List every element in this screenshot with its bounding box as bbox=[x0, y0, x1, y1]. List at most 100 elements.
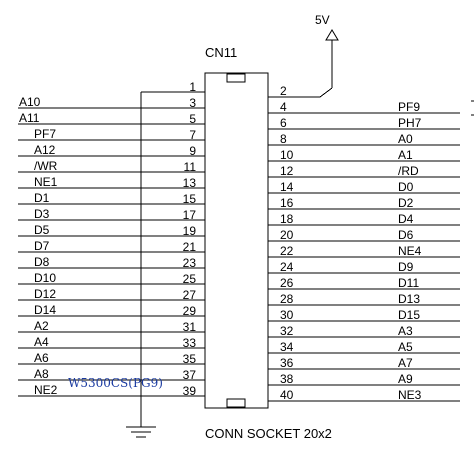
right-signal-label: NE3 bbox=[398, 388, 422, 402]
pin-row: 37 38 A8 A9 bbox=[18, 367, 460, 386]
right-signal-label: A5 bbox=[398, 340, 413, 354]
pin-row: 23 24 D8 D9 bbox=[18, 255, 460, 274]
right-signal-label: D9 bbox=[398, 260, 414, 274]
left-pin-number: 7 bbox=[189, 128, 196, 142]
left-signal-label: D10 bbox=[34, 271, 56, 285]
right-pin-number: 22 bbox=[280, 244, 294, 258]
left-signal-label: A6 bbox=[34, 351, 49, 365]
pin-row: 15 16 D1 D2 bbox=[18, 191, 460, 210]
right-pin-number: 16 bbox=[280, 196, 294, 210]
pin-row: 33 34 A4 A5 bbox=[18, 335, 460, 354]
right-pin-number: 2 bbox=[280, 84, 287, 98]
right-pin-number: 32 bbox=[280, 324, 294, 338]
right-pin-number: 28 bbox=[280, 292, 294, 306]
right-signal-label: D4 bbox=[398, 212, 414, 226]
pin-row: 27 28 D12 D13 bbox=[18, 287, 460, 306]
right-signal-label: D15 bbox=[398, 308, 420, 322]
left-signal-label: NE2 bbox=[34, 383, 58, 397]
power-label: 5V bbox=[315, 13, 330, 27]
right-signal-label: NE4 bbox=[398, 244, 422, 258]
left-signal-label: A11 bbox=[19, 111, 40, 125]
connector-key-bottom bbox=[226, 398, 246, 408]
ground-icon bbox=[126, 426, 156, 438]
connector-body bbox=[204, 72, 269, 409]
left-pin-number: 25 bbox=[183, 272, 197, 286]
right-pin-number: 26 bbox=[280, 276, 294, 290]
pin-row: 39 40 NE2 NE3 bbox=[18, 383, 460, 402]
right-signal-label: PH7 bbox=[398, 116, 422, 130]
right-signal-label: A9 bbox=[398, 372, 413, 386]
left-signal-label: PF7 bbox=[34, 127, 56, 141]
left-signal-label: D1 bbox=[34, 191, 50, 205]
right-signal-label: D2 bbox=[398, 196, 414, 210]
right-pin-number: 8 bbox=[280, 132, 287, 146]
left-pin-number: 21 bbox=[183, 240, 197, 254]
left-pin-number: 5 bbox=[189, 112, 196, 126]
right-signal-label: A7 bbox=[398, 356, 413, 370]
pin-row: 5 6 A11 PH7 bbox=[18, 111, 460, 130]
left-signal-label: /WR bbox=[34, 159, 58, 173]
pin-row: 3 4 A10 PF9 bbox=[18, 95, 460, 114]
left-pin-number: 29 bbox=[183, 304, 197, 318]
left-signal-label: D3 bbox=[34, 207, 50, 221]
left-signal-label: A12 bbox=[34, 143, 56, 157]
right-signal-label: A0 bbox=[398, 132, 413, 146]
right-pin-number: 20 bbox=[280, 228, 294, 242]
left-signal-label: D12 bbox=[34, 287, 56, 301]
right-signal-label: PF9 bbox=[398, 100, 420, 114]
left-pin-number: 9 bbox=[189, 144, 196, 158]
left-signal-label: A4 bbox=[34, 335, 49, 349]
right-pin-number: 4 bbox=[280, 100, 287, 114]
signal-annotation: W5300CS(PG9) bbox=[68, 376, 163, 390]
right-pin-number: 38 bbox=[280, 372, 294, 386]
left-pin-number: 19 bbox=[183, 224, 197, 238]
left-pin-number: 31 bbox=[183, 320, 197, 334]
left-signal-label: A10 bbox=[19, 95, 41, 109]
right-signal-label: A3 bbox=[398, 324, 413, 338]
right-pin-number: 14 bbox=[280, 180, 294, 194]
left-signal-label: NE1 bbox=[34, 175, 58, 189]
left-pin-number: 15 bbox=[183, 192, 197, 206]
right-pin-number: 34 bbox=[280, 340, 294, 354]
left-pin-number: 35 bbox=[183, 352, 197, 366]
right-pin-number: 6 bbox=[280, 116, 287, 130]
left-signal-label: A8 bbox=[34, 367, 49, 381]
right-signal-label: D13 bbox=[398, 292, 420, 306]
right-signal-label: D6 bbox=[398, 228, 414, 242]
left-signal-label: D8 bbox=[34, 255, 50, 269]
connector-key-top bbox=[226, 73, 246, 83]
left-signal-label: D7 bbox=[34, 239, 50, 253]
left-signal-label: D5 bbox=[34, 223, 50, 237]
right-pin-number: 24 bbox=[280, 260, 294, 274]
left-pin-number: 17 bbox=[183, 208, 197, 222]
right-pin-number: 36 bbox=[280, 356, 294, 370]
pin-row: 7 8 PF7 A0 bbox=[18, 127, 460, 146]
connector-description: CONN SOCKET 20x2 bbox=[205, 426, 332, 441]
left-pin-number: 3 bbox=[189, 96, 196, 110]
connector-ref: CN11 bbox=[205, 45, 237, 60]
right-signal-label: A1 bbox=[398, 148, 413, 162]
right-signal-label: /RD bbox=[398, 164, 419, 178]
left-pin-number: 39 bbox=[183, 384, 197, 398]
left-pin-number: 27 bbox=[183, 288, 197, 302]
left-pin-number: 11 bbox=[184, 160, 197, 174]
left-pin-number: 33 bbox=[183, 336, 197, 350]
right-pin-number: 40 bbox=[280, 388, 294, 402]
right-pin-number: 30 bbox=[280, 308, 294, 322]
pin-row: 21 22 D7 NE4 bbox=[18, 239, 460, 258]
right-pin-number: 12 bbox=[280, 164, 294, 178]
pin-row: 11 12/WR/RD bbox=[18, 159, 460, 178]
left-pin-number: 23 bbox=[183, 256, 197, 270]
left-pin-number: 37 bbox=[183, 368, 197, 382]
pin-row: 19 20 D5 D6 bbox=[18, 223, 460, 242]
